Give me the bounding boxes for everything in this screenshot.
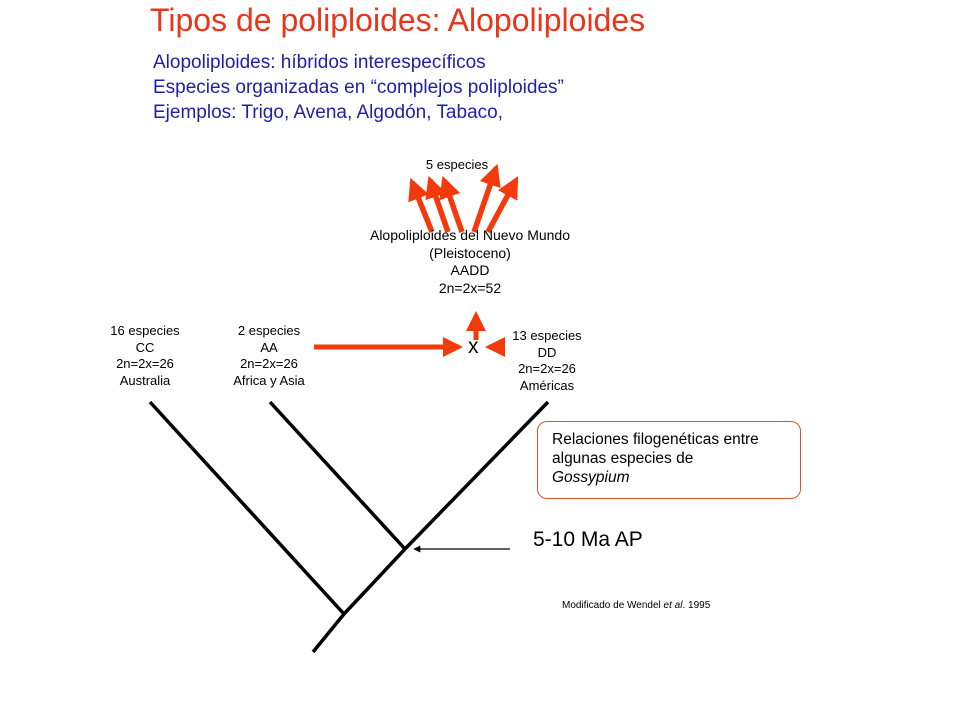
clade-cc-ploidy: 2n=2x=26 [116,356,174,371]
divergence-time-label: 5-10 Ma AP [533,528,643,551]
allopolyploid-ploidy: 2n=2x=52 [438,279,502,296]
branch-root [311,612,346,654]
credit-suffix: . 1995 [682,600,711,611]
allopolyploid-epoch: (Pleistoceno) [429,244,511,261]
radiation-arrow-3 [439,175,465,233]
note-line-2: algunas especies de [552,450,694,467]
clade-cc-count: 16 especies [110,323,180,338]
clade-aa-genome: AA [260,339,278,355]
clade-dd-ploidy: 2n=2x=26 [518,361,576,376]
allopolyploid-genome: AADD [450,262,490,278]
radiation-arrow-1 [408,177,435,234]
clade-aa-region: Africa y Asia [233,372,305,388]
bullet-definition: Alopoliploides: híbridos interespecífico… [153,52,486,73]
clade-cc-region: Australia [119,372,171,388]
clade-dd-label: 13 especies DD 2n=2x=26 Américas [512,328,581,394]
note-box: Relaciones filogenéticas entre algunas e… [537,421,801,499]
source-credit: Modificado de Wendel et al. 1995 [562,600,710,611]
clade-dd-genome: DD [537,344,557,360]
bullet-complexes: Especies organizadas en “complejos polip… [153,77,564,98]
note-line-1: Relaciones filogenéticas entre [552,431,759,448]
cross-symbol: x [468,335,479,358]
branch-cc [148,400,346,616]
branch-ad-stem [342,547,407,616]
radiation-arrow-4 [471,163,501,233]
slide-title: Tipos de poliploides: Alopoliploides [150,2,646,38]
bullet-examples: Ejemplos: Trigo, Avena, Algodón, Tabaco, [153,102,503,123]
clade-dd-count: 13 especies [512,328,582,343]
branch-dd [403,400,550,551]
radiation-arrow-5 [485,176,519,234]
note-genus: Gossypium [552,469,630,486]
clade-aa-ploidy: 2n=2x=26 [240,356,298,371]
bullet-list: Alopoliploides: híbridos interespecífico… [153,50,564,125]
clade-dd-region: Américas [519,377,575,393]
allopolyploid-name: Alopoliploides del Nuevo Mundo [369,227,571,243]
credit-etal: et al [663,600,683,611]
clade-aa-count: 2 especies [237,323,301,338]
allopolyploid-label: Alopoliploides del Nuevo Mundo (Pleistoc… [370,227,570,297]
descendants-label: 5 especies [425,157,489,172]
credit-prefix: Modificado de Wendel [562,600,664,611]
radiation-arrow-2 [425,175,451,233]
clade-aa-label: 2 especies AA 2n=2x=26 Africa y Asia [233,323,305,389]
clade-cc-label: 16 especies CC 2n=2x=26 Australia [110,323,179,389]
clade-cc-genome: CC [135,339,155,355]
branch-aa [268,400,407,551]
